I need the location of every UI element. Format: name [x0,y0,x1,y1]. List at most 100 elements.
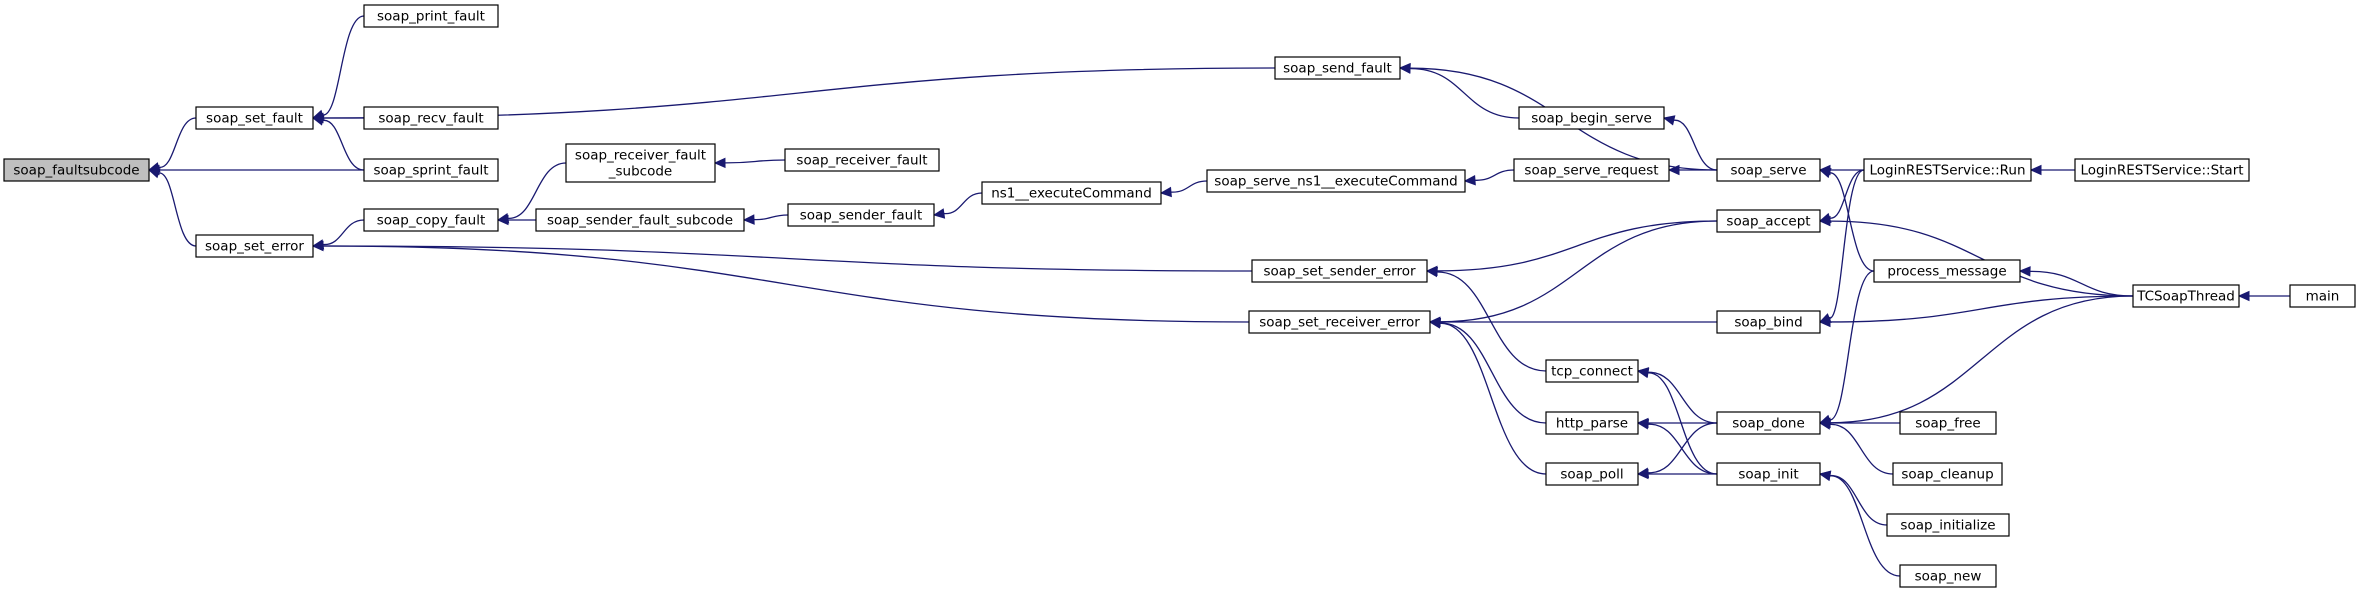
node-box[interactable] [784,148,940,172]
edge-line [1829,169,1865,219]
node-http-parse[interactable]: http_parse [1545,411,1639,435]
node-soap-sender-fault[interactable]: soap_sender_fault [787,203,935,227]
node-box[interactable] [1513,158,1670,182]
node-label: soap_sender_fault_subcode [547,213,733,229]
node-box[interactable] [1899,411,1997,435]
node-label: soap_copy_fault [377,213,486,229]
node-label: soap_new [1915,569,1982,585]
node-soap-send-fault[interactable]: soap_send_fault [1274,56,1401,80]
arrow-head [742,214,755,225]
node-process-message[interactable]: process_message [1873,259,2021,283]
edge-line [1647,371,1718,424]
node-label: soap_faultsubcode [13,163,139,179]
node-box[interactable] [1545,359,1639,383]
node-soap-new[interactable]: soap_new [1899,564,1997,588]
node-label: soap_recv_fault [378,111,483,127]
node-box[interactable] [1716,158,1821,182]
node-soap-set-sender-error[interactable]: soap_set_sender_error [1251,259,1428,283]
node-box[interactable] [1274,56,1401,80]
node-box[interactable] [981,181,1162,205]
node-soap-sender-fault-subcode[interactable]: soap_sender_fault_subcode [535,208,745,232]
edge-loginrestservice-run-to-soap-accept [1818,169,1865,224]
edges-layer [147,15,2290,577]
node-soap-done[interactable]: soap_done [1716,411,1821,435]
node-box[interactable] [1863,158,2032,182]
node-soap-faultsubcode[interactable]: soap_faultsubcode [3,158,150,182]
node-tcp-connect[interactable]: tcp_connect [1545,359,1639,383]
node-box[interactable] [565,143,716,183]
node-box[interactable] [3,158,150,182]
edge-process-message-to-soap-done [1818,270,1875,425]
node-soap-free[interactable]: soap_free [1899,411,1997,435]
node-soap-begin-serve[interactable]: soap_begin_serve [1518,106,1665,130]
node-box[interactable] [1716,209,1821,233]
node-box[interactable] [2074,158,2250,182]
node-box[interactable] [195,234,314,258]
edge-line [322,67,1276,119]
edge-line [322,245,1253,272]
node-box[interactable] [1899,564,1997,588]
node-box[interactable] [1716,310,1821,334]
node-box[interactable] [1545,462,1639,486]
node-label: soap_cleanup [1901,467,1993,483]
node-box[interactable] [535,208,745,232]
node-box[interactable] [1545,411,1639,435]
edge-soap-set-fault-to-soap-faultsubcode [147,117,197,173]
node-box[interactable] [363,208,499,232]
node-box[interactable] [363,158,499,182]
node-box[interactable] [1248,310,1431,334]
node-soap-init[interactable]: soap_init [1716,462,1821,486]
node-soap-bind[interactable]: soap_bind [1716,310,1821,334]
edge-soap-done-to-tcp-connect [1636,367,1718,424]
node-box[interactable] [1206,169,1466,193]
node-soap-set-error[interactable]: soap_set_error [195,234,314,258]
node-soap-copy-fault[interactable]: soap_copy_fault [363,208,499,232]
edge-line [724,159,786,164]
node-ns1-executecommand[interactable]: ns1__executeCommand [981,181,1162,205]
edge-soap-bind-to-soap-set-receiver-error [1428,316,1717,328]
arrow-head [1159,186,1172,198]
node-label: soap_serve_ns1__executeCommand [1214,174,1457,190]
node-box[interactable] [1716,411,1821,435]
edge-line [1409,67,1520,119]
node-soap-print-fault[interactable]: soap_print_fault [363,4,499,28]
node-box[interactable] [2132,284,2240,308]
node-soap-serve-request[interactable]: soap_serve_request [1513,158,1670,182]
node-loginrestservice-run[interactable]: LoginRESTService::Run [1863,158,2032,182]
node-box[interactable] [787,203,935,227]
arrow-head [311,240,324,252]
node-box[interactable] [195,106,314,130]
node-soap-recv-fault[interactable]: soap_recv_fault [363,106,499,130]
node-main[interactable]: main [2289,284,2356,308]
node-box[interactable] [1892,462,2003,486]
arrow-head [1818,470,1832,482]
arrow-head [1636,468,1649,480]
node-soap-receiver-fault[interactable]: soap_receiver_fault [784,148,940,172]
edge-line [322,15,365,116]
node-box[interactable] [2289,284,2356,308]
node-box[interactable] [1251,259,1428,283]
node-box[interactable] [363,106,499,130]
node-tcsoapthread[interactable]: TCSoapThread [2132,284,2240,308]
node-box[interactable] [1716,462,1821,486]
node-soap-initialize[interactable]: soap_initialize [1886,513,2010,537]
node-loginrestservice-start[interactable]: LoginRESTService::Start [2074,158,2250,182]
node-box[interactable] [1518,106,1665,130]
node-box[interactable] [1873,259,2021,283]
node-soap-receiver-fault-subcode[interactable]: soap_receiver_fault_subcode [565,143,716,183]
node-box[interactable] [1886,513,2010,537]
node-soap-serve[interactable]: soap_serve [1716,158,1821,182]
node-soap-set-receiver-error[interactable]: soap_set_receiver_error [1248,310,1431,334]
edge-line [1170,180,1208,193]
node-soap-set-fault[interactable]: soap_set_fault [195,106,314,130]
node-box[interactable] [363,4,499,28]
edge-line [1439,322,1547,475]
node-soap-accept[interactable]: soap_accept [1716,209,1821,233]
node-soap-poll[interactable]: soap_poll [1545,462,1639,486]
node-soap-serve-ns1-executecommand[interactable]: soap_serve_ns1__executeCommand [1206,169,1466,193]
node-soap-cleanup[interactable]: soap_cleanup [1892,462,2003,486]
node-soap-sprint-fault[interactable]: soap_sprint_fault [363,158,499,182]
edge-soap-poll-to-soap-set-receiver-error [1428,318,1547,475]
edge-line [1829,172,1875,272]
arrow-head [147,168,161,179]
